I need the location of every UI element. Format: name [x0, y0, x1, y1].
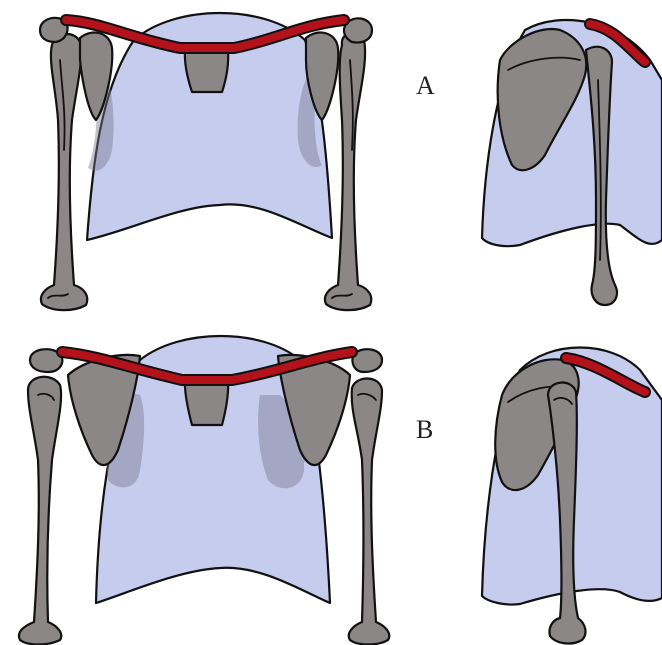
left-humerus-b — [19, 377, 61, 645]
panel-label-b: B — [416, 415, 433, 444]
left-humerus-a — [41, 34, 87, 310]
manubrium-a — [185, 50, 228, 92]
panel-b-side-view — [482, 348, 662, 644]
panel-label-a: A — [416, 71, 435, 100]
panel-b-front-view — [19, 336, 389, 645]
panel-a-side-view — [482, 20, 662, 305]
panel-a-front-view — [40, 13, 372, 310]
right-humerus-b — [349, 378, 390, 644]
